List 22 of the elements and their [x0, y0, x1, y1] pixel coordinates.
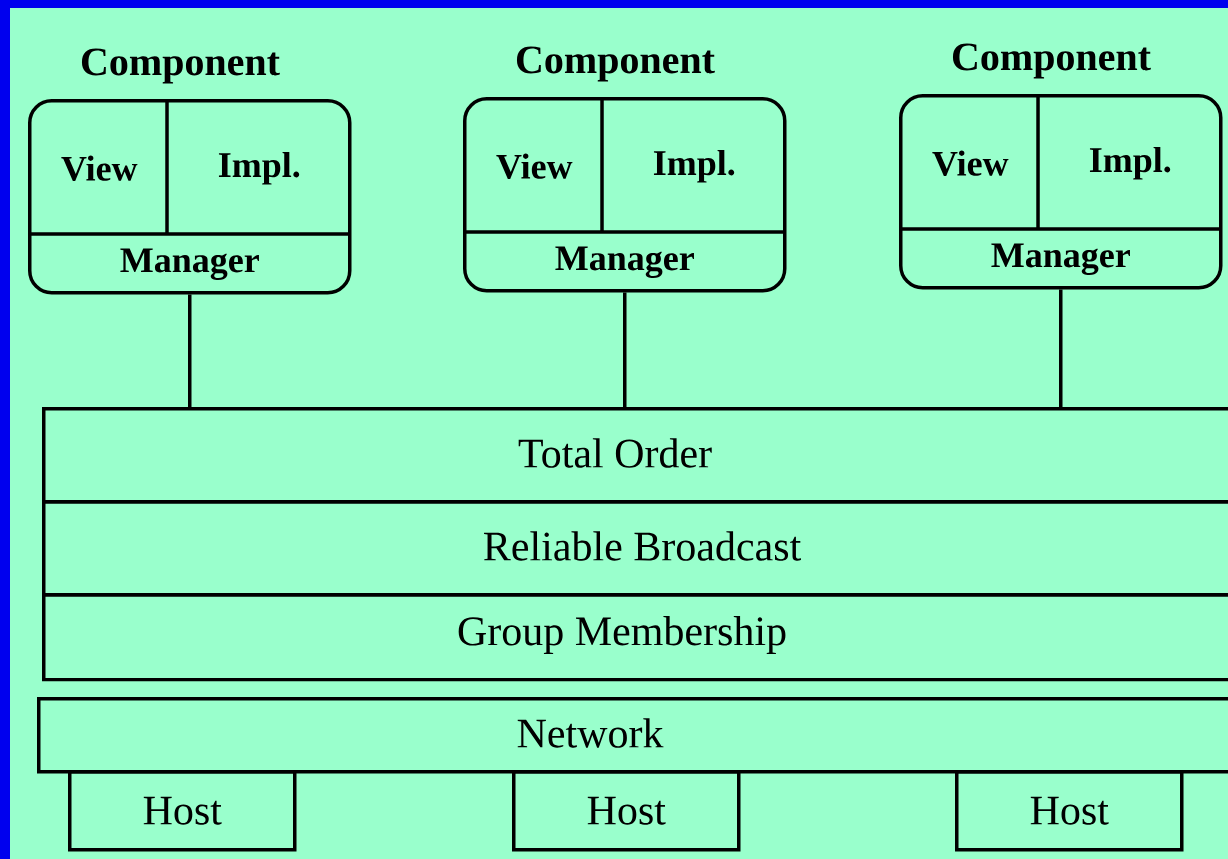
connector-line — [188, 294, 192, 407]
component-label: Component — [952, 43, 1151, 79]
view-cell: View — [61, 155, 138, 181]
layer-band: Network — [37, 697, 1228, 774]
layer-band: Total Order — [42, 407, 1228, 504]
host-box: Host — [512, 770, 741, 852]
manager-cell: Manager — [120, 248, 259, 280]
impl-cell: Impl. — [1089, 146, 1171, 180]
impl-cell: Impl. — [653, 149, 735, 183]
component-label: Component — [516, 46, 715, 82]
layer-band: Reliable Broadcast — [42, 500, 1228, 597]
connector-line — [623, 292, 627, 407]
view-cell: View — [932, 150, 1009, 176]
host-box: Host — [68, 770, 297, 852]
component-label: Component — [81, 48, 280, 84]
manager-cell: Manager — [991, 243, 1130, 275]
impl-cell: Impl. — [218, 151, 300, 185]
connector-line — [1059, 289, 1063, 407]
host-box: Host — [955, 770, 1184, 852]
manager-cell: Manager — [555, 246, 694, 278]
layer-band: Group Membership — [42, 593, 1228, 682]
view-cell: View — [496, 153, 573, 179]
